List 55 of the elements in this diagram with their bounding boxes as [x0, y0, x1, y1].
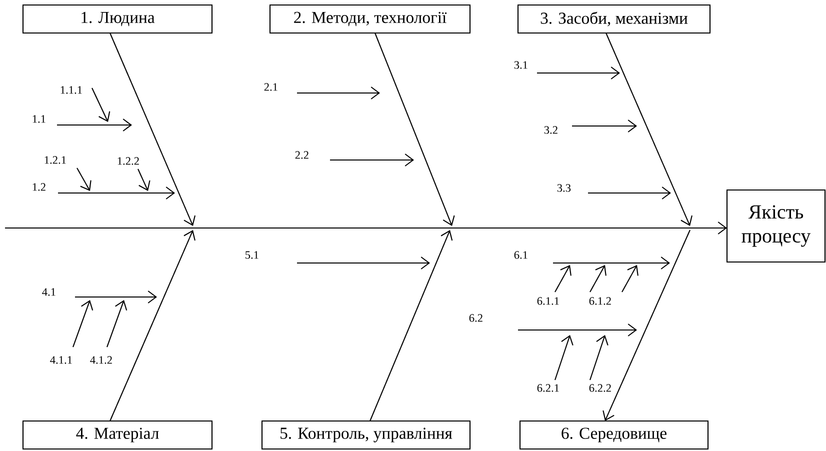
arrow — [537, 66, 620, 80]
arrow — [553, 256, 670, 270]
arrow — [590, 265, 606, 292]
arrow — [554, 335, 574, 380]
arrow — [370, 230, 453, 422]
arrow — [92, 88, 110, 122]
cause-box: 6. Середовище — [519, 420, 709, 450]
arrow — [5, 222, 727, 234]
cause-label: 4.1 — [42, 288, 56, 296]
cause-box: 5. Контроль, управління — [261, 420, 471, 450]
cause-box: 3. Засоби, механізми — [517, 4, 711, 34]
cause-label: 6.1.1 — [537, 297, 559, 305]
cause-label: 3.2 — [544, 126, 558, 134]
arrow — [297, 86, 380, 100]
cause-label: 1.2 — [32, 183, 46, 191]
cause-box: 2. Методи, технології — [269, 4, 471, 34]
arrow — [602, 230, 690, 421]
arrow — [330, 154, 414, 166]
cause-label: 1.2.2 — [118, 157, 139, 165]
cause-label: 5.1 — [246, 251, 258, 259]
arrow — [297, 256, 430, 270]
cause-label: 1.2.1 — [44, 156, 66, 164]
arrow — [76, 168, 92, 191]
arrow — [110, 230, 196, 422]
arrow — [606, 32, 692, 226]
cause-label: 3.3 — [557, 184, 571, 192]
arrow — [138, 168, 150, 191]
arrow — [374, 32, 455, 226]
cause-box: 1. Людина — [22, 4, 213, 34]
cause-label: 6.1.2 — [589, 297, 611, 305]
arrow — [572, 120, 637, 132]
cause-label: 2.2 — [295, 151, 308, 159]
arrow — [57, 118, 132, 132]
cause-label: 3.1 — [514, 61, 528, 69]
cause-label: 1.1.1 — [60, 86, 82, 94]
arrow — [72, 300, 94, 348]
arrow — [590, 335, 608, 380]
arrow — [75, 290, 157, 304]
cause-label: 4.1.2 — [90, 356, 112, 364]
arrow — [554, 265, 572, 292]
cause-label: 6.2.2 — [589, 384, 611, 392]
cause-label: 2.1 — [264, 83, 278, 91]
cause-box: Якість процесу — [726, 189, 826, 263]
arrow — [106, 300, 128, 348]
cause-box: 4. Матеріал — [22, 420, 213, 450]
arrow — [622, 265, 638, 292]
arrow — [588, 186, 671, 200]
cause-label: 4.1.1 — [50, 356, 72, 364]
arrow — [58, 186, 175, 200]
cause-label: 6.2 — [469, 314, 482, 322]
cause-label: 1.1 — [32, 115, 46, 123]
arrow — [518, 324, 637, 336]
cause-label: 6.2.1 — [537, 384, 559, 392]
cause-label: 6.1 — [514, 251, 528, 259]
arrow — [110, 32, 196, 226]
